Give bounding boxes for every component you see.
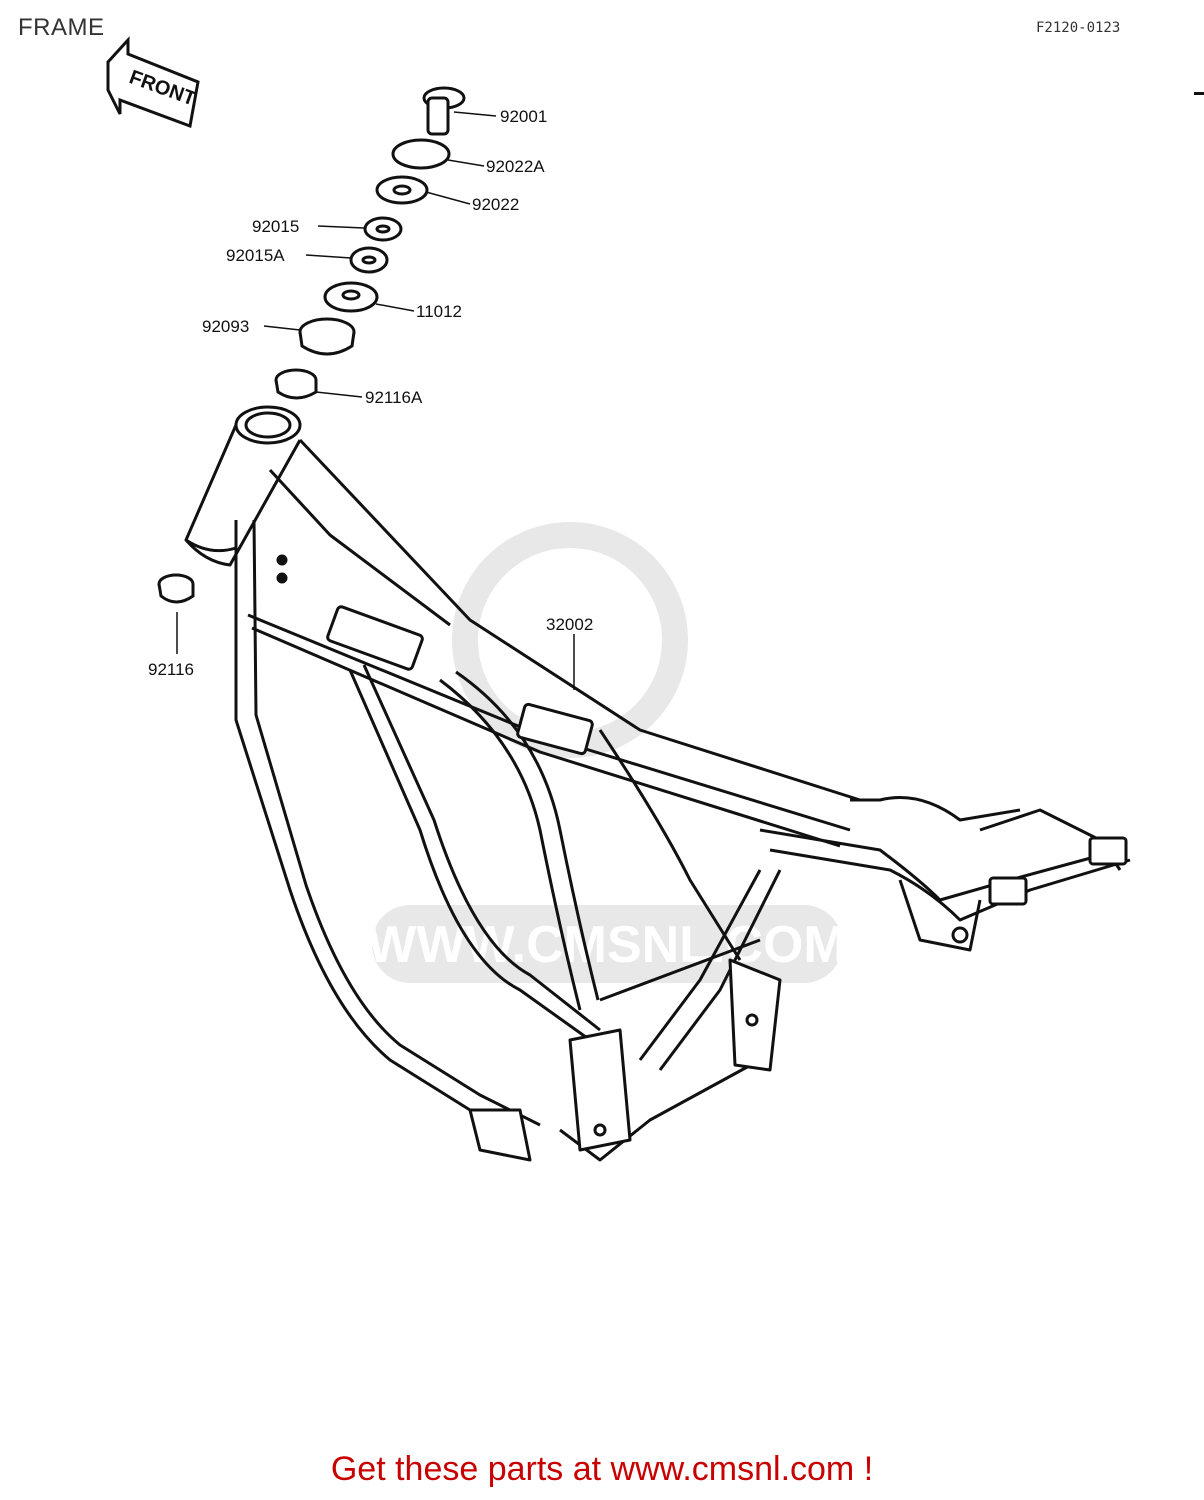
watermark-logo-inner	[478, 548, 662, 732]
footer-link-text[interactable]: Get these parts at www.cmsnl.com !	[0, 1450, 1204, 1489]
part-callouts: 92001 92022A 92022 92015 92015A 11012 92…	[148, 107, 593, 679]
front-arrow-icon: FRONT	[106, 36, 200, 129]
frame-diagram: WWW.CMSNL.COM FRONT	[106, 36, 1204, 1162]
part-92116a-race	[274, 368, 318, 400]
callout-32002[interactable]: 32002	[546, 615, 593, 634]
watermark-banner	[372, 905, 842, 983]
part-11012-cap	[323, 281, 379, 313]
part-92022a-washer	[391, 138, 451, 170]
watermark-text: WWW.CMSNL.COM	[367, 916, 846, 974]
page-title: FRAME	[18, 14, 105, 41]
callout-92015a[interactable]: 92015A	[226, 246, 285, 265]
part-92022-washer	[375, 175, 429, 205]
cmsnl-link[interactable]: Get these parts at www.cmsnl.com !	[330, 1450, 874, 1488]
callout-11012[interactable]: 11012	[416, 302, 462, 321]
leader-lines	[176, 111, 575, 690]
part-92015a-nut	[349, 246, 389, 274]
callout-92093[interactable]: 92093	[202, 317, 249, 336]
callout-92015[interactable]: 92015	[252, 217, 299, 236]
diagram-ref-code: F2120-0123	[1036, 20, 1121, 36]
callout-92116[interactable]: 92116	[148, 660, 194, 679]
part-92001-bolt	[422, 86, 466, 136]
edge-mark	[1194, 92, 1204, 95]
cmsnl-watermark: WWW.CMSNL.COM	[367, 522, 847, 983]
part-92015-nut	[363, 216, 403, 242]
callout-92022a[interactable]: 92022A	[486, 157, 545, 176]
part-32002-frame	[184, 405, 1131, 1162]
part-92093-seal	[298, 317, 356, 356]
callout-92116a[interactable]: 92116A	[365, 388, 423, 407]
callout-92001[interactable]: 92001	[500, 107, 547, 126]
steering-stem-parts	[157, 86, 466, 604]
part-92116-race	[157, 573, 195, 604]
callout-92022[interactable]: 92022	[472, 195, 519, 214]
